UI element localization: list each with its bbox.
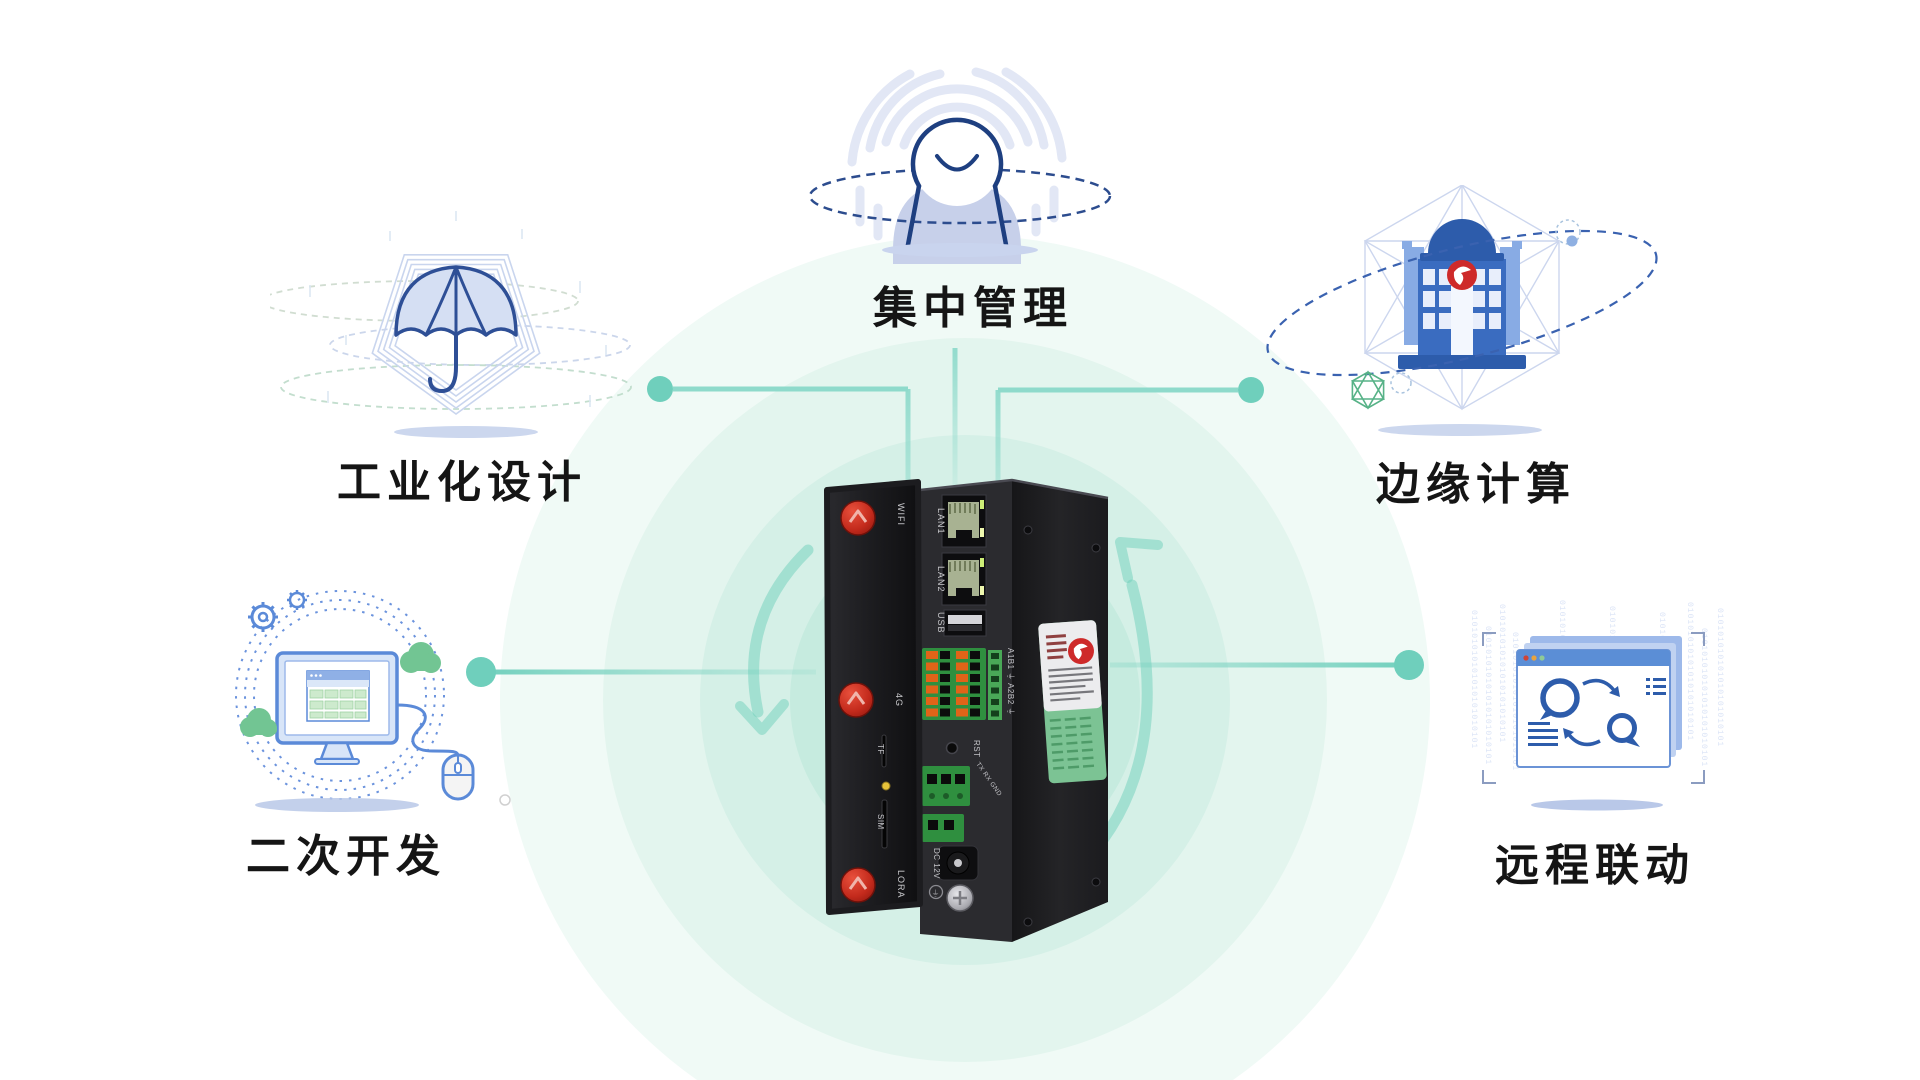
4g-label: 4G bbox=[894, 693, 904, 707]
power-terminal bbox=[922, 814, 964, 842]
device-antenna-panel bbox=[824, 479, 923, 915]
ground-screw bbox=[928, 884, 974, 912]
lan2-label: LAN2 bbox=[936, 566, 946, 593]
terminal-label: A1B1 ⏚ A2B2 ⏚ bbox=[1006, 648, 1015, 716]
lora-antenna-connector bbox=[840, 867, 876, 903]
reset-button bbox=[945, 741, 959, 755]
serial-terminal bbox=[922, 766, 970, 806]
lan1-port bbox=[941, 494, 987, 548]
connector-dot bbox=[1394, 650, 1424, 680]
sim-slot bbox=[881, 799, 888, 849]
lan2-port bbox=[941, 552, 987, 606]
lora-label: LORA bbox=[896, 870, 906, 899]
tf-slot bbox=[881, 734, 887, 768]
dc12v-label: DC 12V bbox=[932, 848, 941, 879]
connector-dot bbox=[1238, 377, 1264, 403]
tf-label: TF bbox=[876, 744, 885, 755]
rst-label: RST bbox=[972, 740, 981, 758]
device-label-sticker bbox=[1038, 620, 1107, 784]
ground-symbol: ⏚ bbox=[932, 889, 940, 898]
gateway-device: WIFI 4G LORA TF SIM LAN1 LAN2 USB A1B1 ⏚… bbox=[824, 478, 1109, 942]
terminal-block bbox=[922, 648, 1002, 720]
4g-antenna-connector bbox=[838, 682, 874, 718]
dc-jack bbox=[937, 845, 979, 881]
connector-dot bbox=[647, 376, 673, 402]
wifi-antenna-connector bbox=[840, 500, 876, 536]
sim-label: SIM bbox=[876, 814, 885, 830]
lan1-label: LAN1 bbox=[936, 508, 946, 535]
usb-label: USB bbox=[936, 612, 946, 634]
status-led bbox=[881, 781, 891, 791]
usb-port bbox=[943, 609, 987, 637]
connector-dot bbox=[466, 657, 496, 687]
wifi-label: WIFI bbox=[896, 503, 906, 526]
